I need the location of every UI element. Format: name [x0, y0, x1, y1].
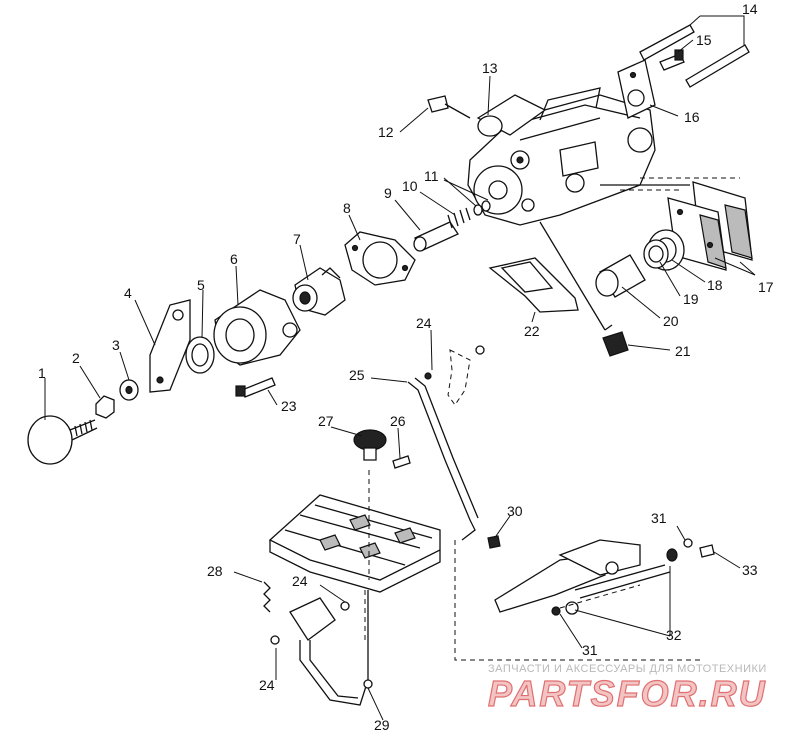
part-32-pedal-lever	[494, 539, 671, 615]
callout-17: 17	[758, 279, 774, 295]
callout-1: 1	[38, 365, 46, 381]
callout-22: 22	[524, 323, 540, 339]
callout-29: 29	[374, 717, 390, 733]
callout-16: 16	[684, 109, 700, 125]
callout-23: 23	[281, 398, 297, 414]
callout-labels: 1 2 3 4 5 6 7 8 9 10 11 12 13 14 15 16 1…	[38, 1, 774, 733]
callout-25: 25	[349, 367, 365, 383]
part-20-piston	[595, 254, 646, 298]
part-29-pedal-arm	[270, 590, 373, 706]
callout-9: 9	[384, 185, 392, 201]
callout-4: 4	[124, 285, 132, 301]
part-8-gasket	[344, 231, 416, 286]
part-25-linkage-rod	[407, 345, 485, 541]
callout-14: 14	[742, 1, 758, 17]
callout-8: 8	[343, 200, 351, 216]
part-23-bolt	[235, 377, 276, 398]
callout-6: 6	[230, 251, 238, 267]
callout-18: 18	[707, 277, 723, 293]
callout-24-third: 24	[259, 677, 275, 693]
part-18-19-seals	[643, 229, 685, 271]
watermark-tagline: ЗАПЧАСТИ И АКСЕССУАРЫ ДЛЯ МОТОТЕХНИКИ	[488, 663, 767, 675]
callout-30: 30	[507, 503, 523, 519]
part-1-knob	[27, 415, 98, 465]
part-21-switch	[539, 221, 629, 357]
pivot-axis-line	[454, 540, 700, 661]
watermark: ЗАПЧАСТИ И АКСЕССУАРЫ ДЛЯ МОТОТЕХНИКИ PA…	[487, 663, 767, 715]
callout-33: 33	[742, 562, 758, 578]
callout-26: 26	[390, 413, 406, 429]
part-2-nut	[95, 395, 115, 419]
watermark-logo: PARTSFOR.RU	[488, 673, 767, 714]
part-15-bolt	[659, 49, 685, 71]
footrest-plate	[268, 470, 441, 593]
callout-7: 7	[293, 231, 301, 247]
part-4-bracket-plate	[149, 299, 191, 393]
callout-15: 15	[696, 32, 712, 48]
callout-3: 3	[112, 337, 120, 353]
callout-24-second: 24	[292, 573, 308, 589]
part-12-bleeder	[427, 95, 471, 119]
callout-10: 10	[402, 178, 418, 194]
callout-31: 31	[651, 510, 667, 526]
part-7-valve	[292, 267, 346, 316]
callout-5: 5	[197, 277, 205, 293]
callout-20: 20	[663, 313, 679, 329]
part-26-pin	[392, 455, 411, 469]
callout-27: 27	[318, 413, 334, 429]
part-6-housing	[213, 289, 301, 366]
callout-24: 24	[416, 315, 432, 331]
part-9-10-11-spring-set	[413, 200, 491, 252]
callout-31-second: 31	[582, 642, 598, 658]
part-31-33-fasteners	[551, 538, 715, 616]
part-28-spring	[263, 581, 271, 613]
callout-13: 13	[482, 60, 498, 76]
callout-19: 19	[683, 291, 699, 307]
part-27-knob	[353, 429, 387, 461]
callout-28: 28	[207, 563, 223, 579]
leader-lines	[44, 15, 756, 721]
callout-32: 32	[666, 627, 682, 643]
part-14-pins	[639, 24, 750, 88]
part-22-bracket	[488, 257, 579, 313]
callout-2: 2	[72, 350, 80, 366]
part-30-pin	[487, 535, 501, 549]
callout-21: 21	[675, 343, 691, 359]
part-16-gasket	[617, 59, 656, 119]
callout-12: 12	[378, 124, 394, 140]
part-3-washer	[119, 379, 139, 401]
part-5-washer	[185, 336, 215, 374]
part-13-reservoir	[476, 94, 547, 137]
callout-11: 11	[424, 168, 439, 184]
